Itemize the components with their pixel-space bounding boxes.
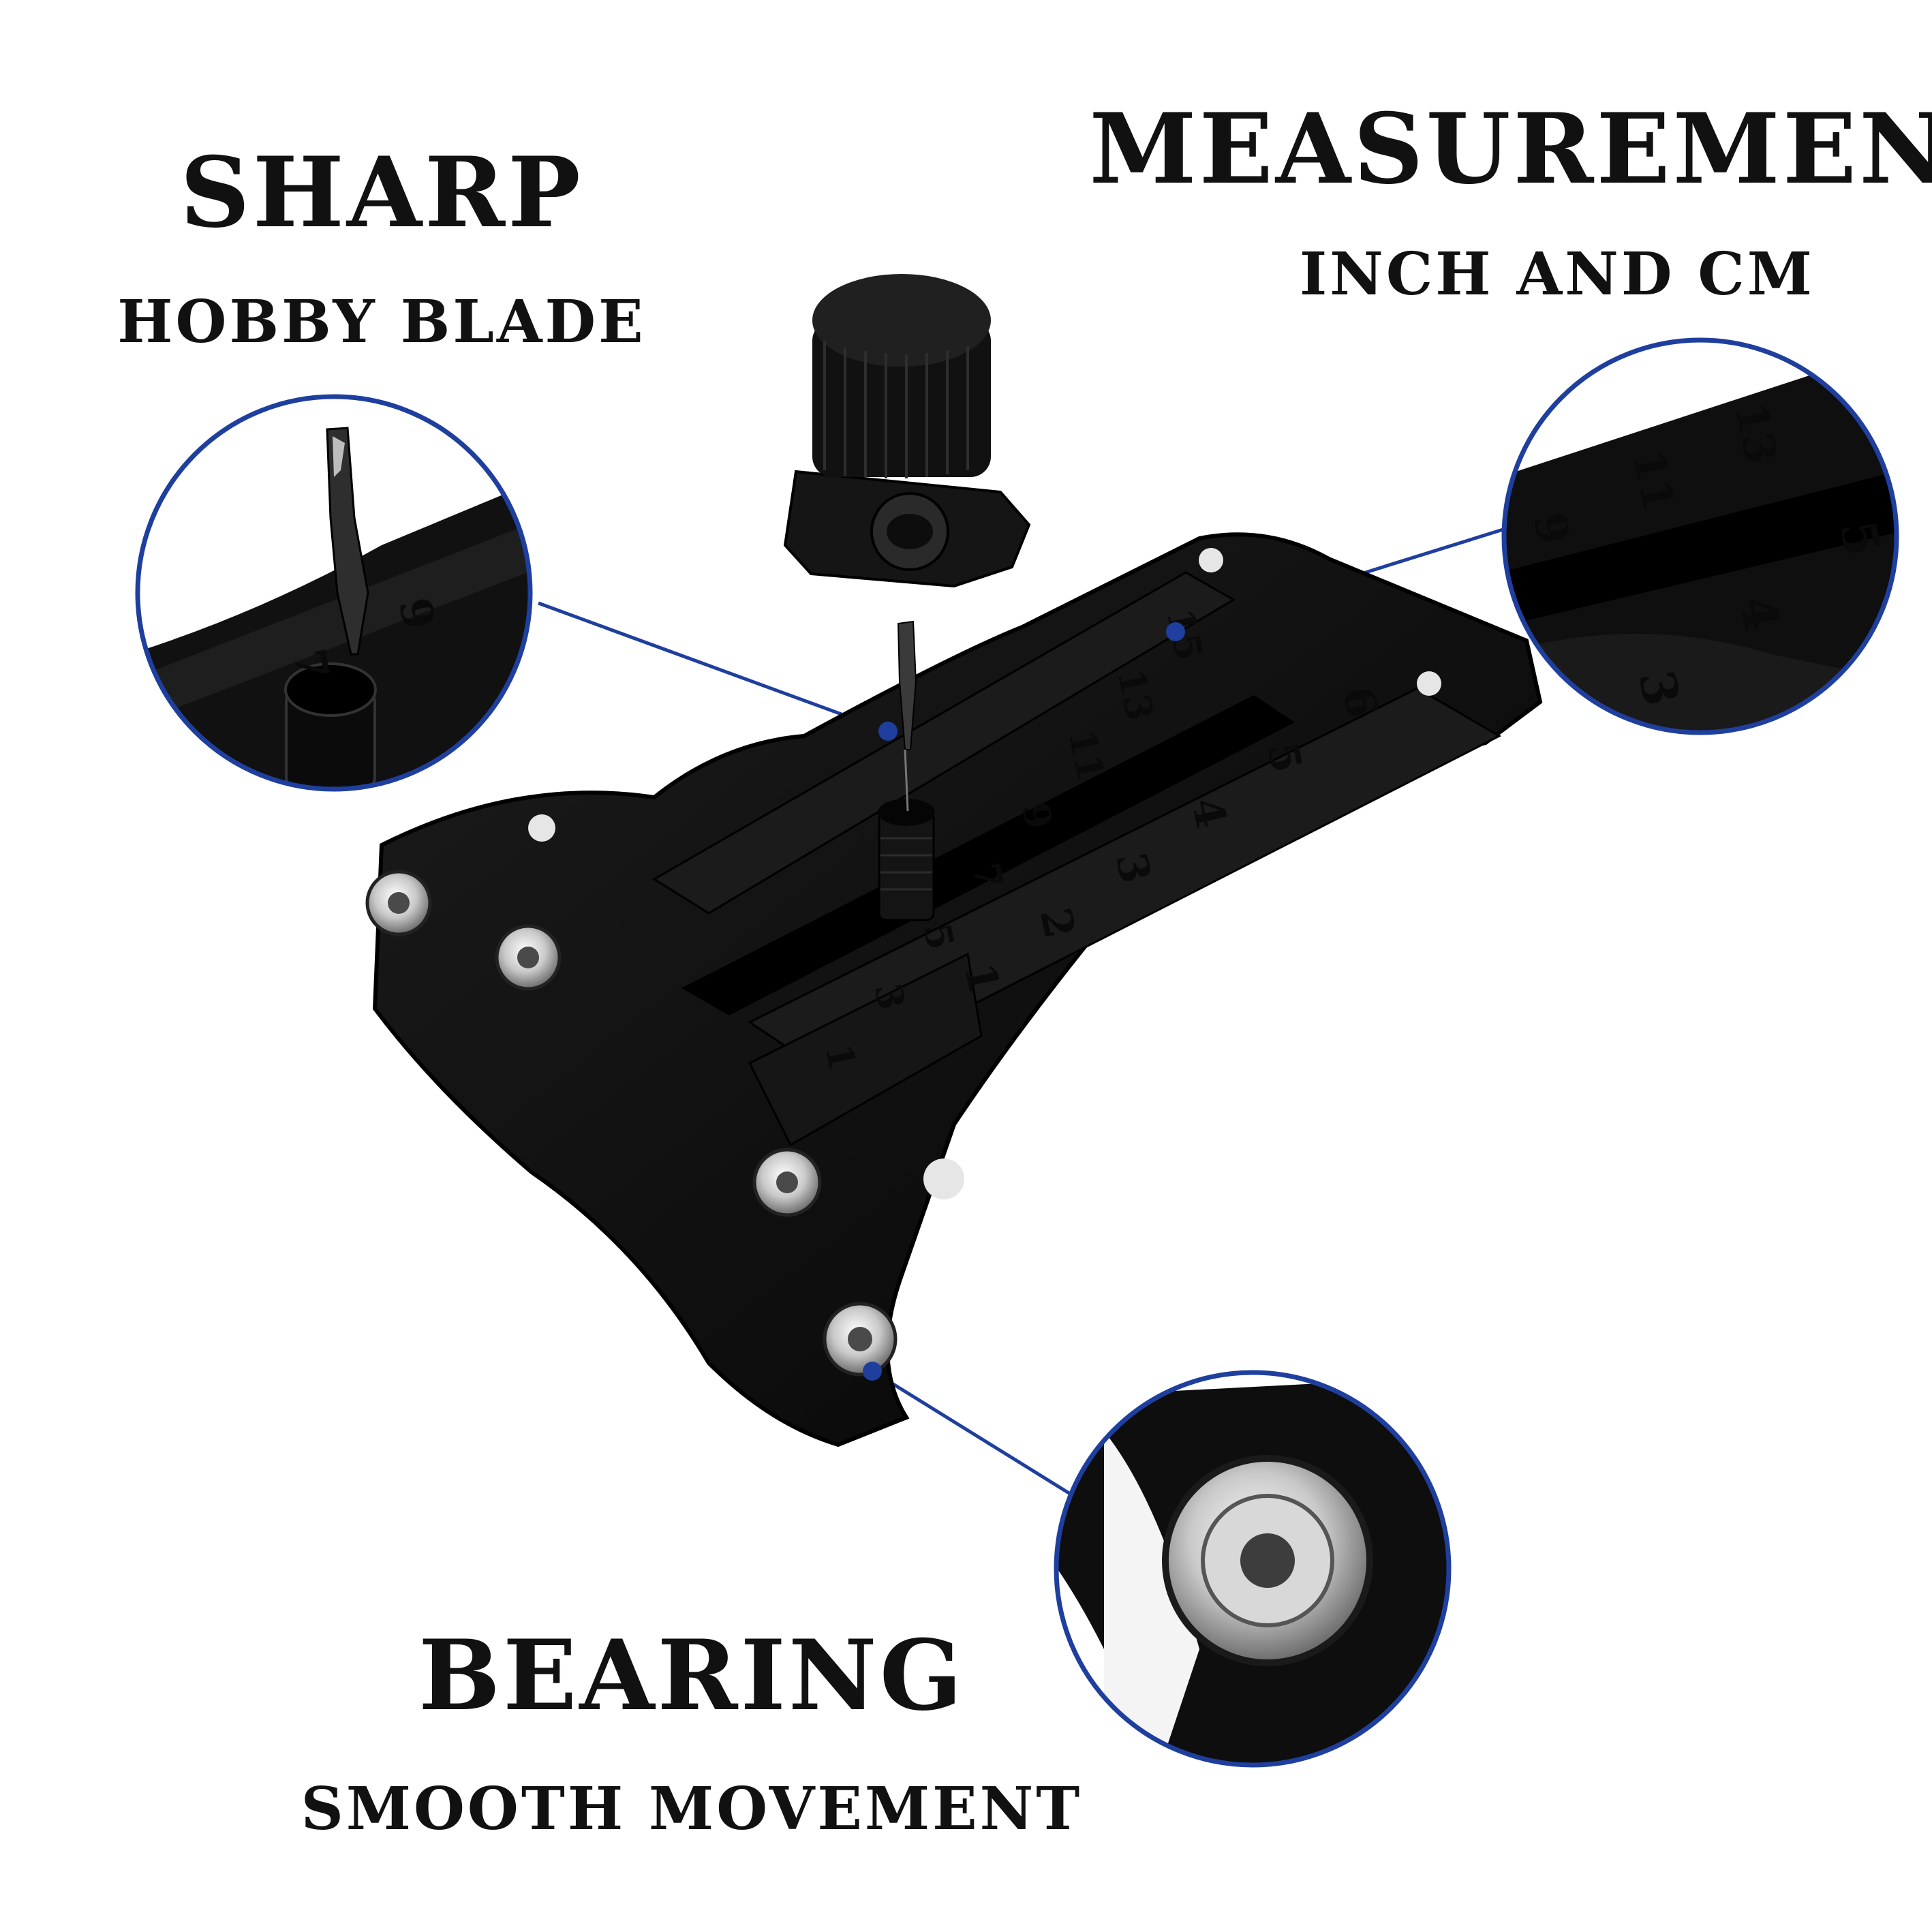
blade-zoom-callout: 79 (135, 394, 533, 792)
measurement-connector-dot (1166, 622, 1185, 641)
hobby-blade-icon (326, 427, 369, 656)
knurled-knob-icon (783, 274, 1031, 588)
rivet (923, 1159, 964, 1199)
bearing-group (365, 870, 898, 1377)
zoom-scale-label: 11 (1622, 446, 1685, 516)
sharp-heading: SHARP (180, 136, 583, 249)
hobby-blade-subheading: HOBBY BLADE (117, 288, 646, 356)
inch-and-cm-subheading: INCH AND CM (1300, 240, 1815, 309)
rivet (528, 814, 555, 842)
rivet (1199, 548, 1223, 572)
bearing-icon (365, 870, 432, 936)
smooth-movement-subheading: SMOOTH MOVEMENT (301, 1775, 1083, 1843)
bearing-icon (1162, 1455, 1373, 1666)
bearing-connector-line (871, 1369, 1078, 1500)
bearing-icon (495, 924, 562, 991)
bearing-icon (823, 1302, 898, 1377)
blade-connector-line (538, 601, 889, 733)
measurement-heading: MEASUREMENT (1089, 93, 1932, 206)
zoom-scale-label: 13 (1724, 398, 1787, 468)
inch-scale-label: 11 (1060, 726, 1113, 785)
bearing-icon (752, 1148, 822, 1217)
circle-cutter-body (372, 532, 1543, 1447)
bearing-heading: BEARING (418, 1619, 965, 1732)
bearing-zoom-callout (1054, 1370, 1452, 1768)
blade-connector-dot (878, 722, 898, 741)
inch-scale-label: 13 (1109, 665, 1162, 724)
bearing-connector-dot (863, 1362, 882, 1381)
rivet (1417, 671, 1441, 696)
